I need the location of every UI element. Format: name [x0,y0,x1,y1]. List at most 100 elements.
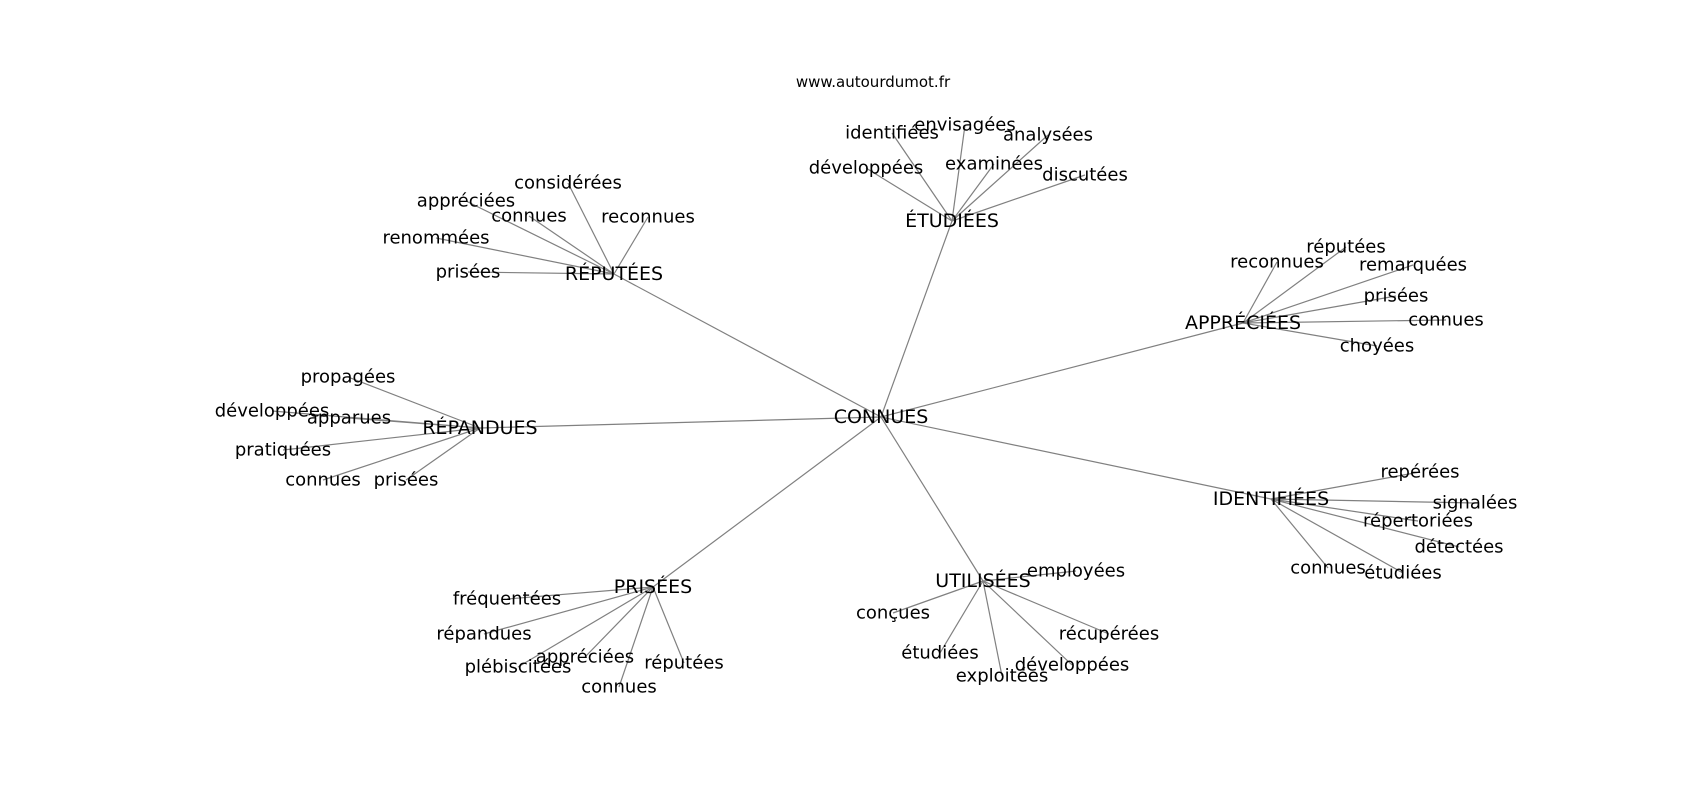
edge-reputees-to-renommees [435,237,615,275]
leaf-label-reputees-renommees: renommées [382,228,489,249]
edge-etudiees-to-identifiees [891,132,953,222]
hub-label-prisees: PRISÉES [614,575,692,598]
edge-etudiees-to-analysees [951,134,1049,222]
leaf-label-appreciees-remarquees: remarquées [1359,255,1467,276]
leaf-label-utilisees-employees: employées [1027,561,1125,582]
edge-appreciees-to-connues [1242,319,1447,324]
leaf-label-identifiees-reperees: repérées [1380,462,1459,483]
edge-etudiees-to-discutees [951,174,1086,222]
edge-reputees-to-prisees [467,271,615,275]
edge-appreciees-to-reputees [1242,246,1347,324]
leaf-label-prisees-appreciees: appréciées [536,647,634,668]
edge-prisees-to-repandues [483,586,654,635]
edge-prisees-to-connues [618,586,654,688]
edge-utilisees-to-developpees [982,580,1073,666]
edge-appreciees-to-remarquees [1242,264,1414,324]
edge-identifiees-to-repertoriees [1270,498,1419,522]
leaf-label-etudiees-analysees: analysées [1003,125,1093,146]
edge-prisees-to-plebiscitees [517,586,654,668]
edge-root-to-prisees [652,416,882,588]
leaf-label-reputees-reconnues: reconnues [601,207,695,228]
edge-repandues-to-apparues [348,417,481,429]
edge-root-to-appreciees [880,322,1244,418]
edge-root-to-reputees [613,273,882,418]
hub-label-identifiees: IDENTIFIÉES [1213,487,1329,510]
edge-utilisees-to-employees [982,570,1077,582]
edge-prisees-to-appreciees [584,586,654,658]
edge-utilisees-to-etudiees [939,580,984,654]
edge-appreciees-to-prisees [1242,295,1397,324]
leaf-label-reputees-connues: connues [491,206,567,227]
edge-layer [271,124,1476,688]
edge-repandues-to-connues [322,427,481,481]
edge-root-to-etudiees [880,220,953,418]
edge-etudiees-to-envisagees [951,124,966,222]
leaf-label-repandues-propagees: propagées [301,367,396,388]
leaf-label-utilisees-concues: conçues [856,603,930,624]
edge-utilisees-to-exploitees [982,580,1003,677]
edge-repandues-to-propagees [347,376,481,429]
edge-root-to-repandues [479,416,882,429]
leaf-label-appreciees-connues: connues [1408,310,1484,331]
leaf-label-utilisees-etudiees: étudiées [901,643,979,664]
leaf-label-identifiees-connues: connues [1290,558,1366,579]
edge-repandues-to-prisees [405,427,481,481]
leaf-label-prisees-repandues: répandues [436,624,531,645]
leaf-label-appreciees-reconnues: reconnues [1230,252,1324,273]
leaf-label-identifiees-detectees: détectées [1414,537,1503,558]
leaf-label-repandues-developpees: développées [215,401,330,422]
edge-root-to-utilisees [880,416,984,582]
leaf-label-repandues-apparues: apparues [307,408,391,429]
leaf-label-etudiees-envisagees: envisagées [914,115,1016,136]
edge-reputees-to-connues [528,215,615,275]
leaf-label-utilisees-recuperees: récupérées [1059,624,1159,645]
leaf-label-etudiees-identifiees: identifiées [845,123,939,144]
leaf-label-etudiees-developpees: développées [809,158,924,179]
edge-identifiees-to-signalees [1270,498,1476,504]
edge-identifiees-to-reperees [1270,471,1421,500]
leaf-label-etudiees-examinees: examinées [945,154,1043,175]
edge-root-to-identifiees [880,416,1272,500]
edge-etudiees-to-examinees [951,163,995,222]
edge-identifiees-to-detectees [1270,498,1460,548]
edge-reputees-to-considerees [567,182,615,275]
hub-label-appreciees: APPRÉCIÉES [1185,311,1301,334]
edge-reputees-to-reconnues [613,216,649,275]
hub-label-utilisees: UTILISÉES [935,569,1030,592]
leaf-label-reputees-considerees: considérées [514,173,622,194]
leaf-label-identifiees-repertoriees: répertoriées [1363,511,1473,532]
leaf-label-appreciees-reputees: réputées [1306,237,1386,258]
edge-appreciees-to-choyees [1242,322,1378,347]
edge-prisees-to-reputees [652,586,685,664]
leaf-label-identifiees-etudiees: étudiées [1364,563,1442,584]
root-label: CONNUES [834,406,929,428]
edge-prisees-to-frequentees [506,586,654,600]
edge-etudiees-to-developpees [865,167,953,222]
edge-utilisees-to-concues [892,580,984,614]
hub-label-etudiees: ÉTUDIÉES [905,209,999,232]
leaf-label-prisees-frequentees: fréquentées [453,589,561,610]
leaf-label-identifiees-signalees: signalées [1433,493,1518,514]
leaf-label-reputees-appreciees: appréciées [417,191,515,212]
edge-appreciees-to-reconnues [1242,261,1278,324]
leaf-label-utilisees-exploitees: exploitées [956,666,1048,687]
leaf-label-repandues-pratiquees: pratiquées [235,440,331,461]
leaf-label-prisees-reputees: réputées [644,653,724,674]
edge-reputees-to-appreciees [465,200,615,275]
leaf-label-repandues-prisees: prisées [374,470,439,491]
watermark-text: www.autourdumot.fr [796,73,951,91]
leaf-label-prisees-plebiscitees: plébiscitées [465,657,572,678]
hub-label-reputees: RÉPUTÉES [565,262,663,285]
leaf-label-appreciees-choyees: choyées [1340,336,1415,357]
edge-identifiees-to-etudiees [1270,498,1404,574]
leaf-label-repandues-connues: connues [285,470,361,491]
hub-label-repandues: RÉPANDUES [422,416,537,439]
leaf-label-etudiees-discutees: discutées [1042,165,1128,186]
leaf-label-reputees-prisees: prisées [436,262,501,283]
edge-utilisees-to-recuperees [982,580,1110,635]
edge-identifiees-to-connues [1270,498,1329,569]
leaf-label-appreciees-prisees: prisées [1364,286,1429,307]
leaf-label-utilisees-developpees: développées [1015,655,1130,676]
